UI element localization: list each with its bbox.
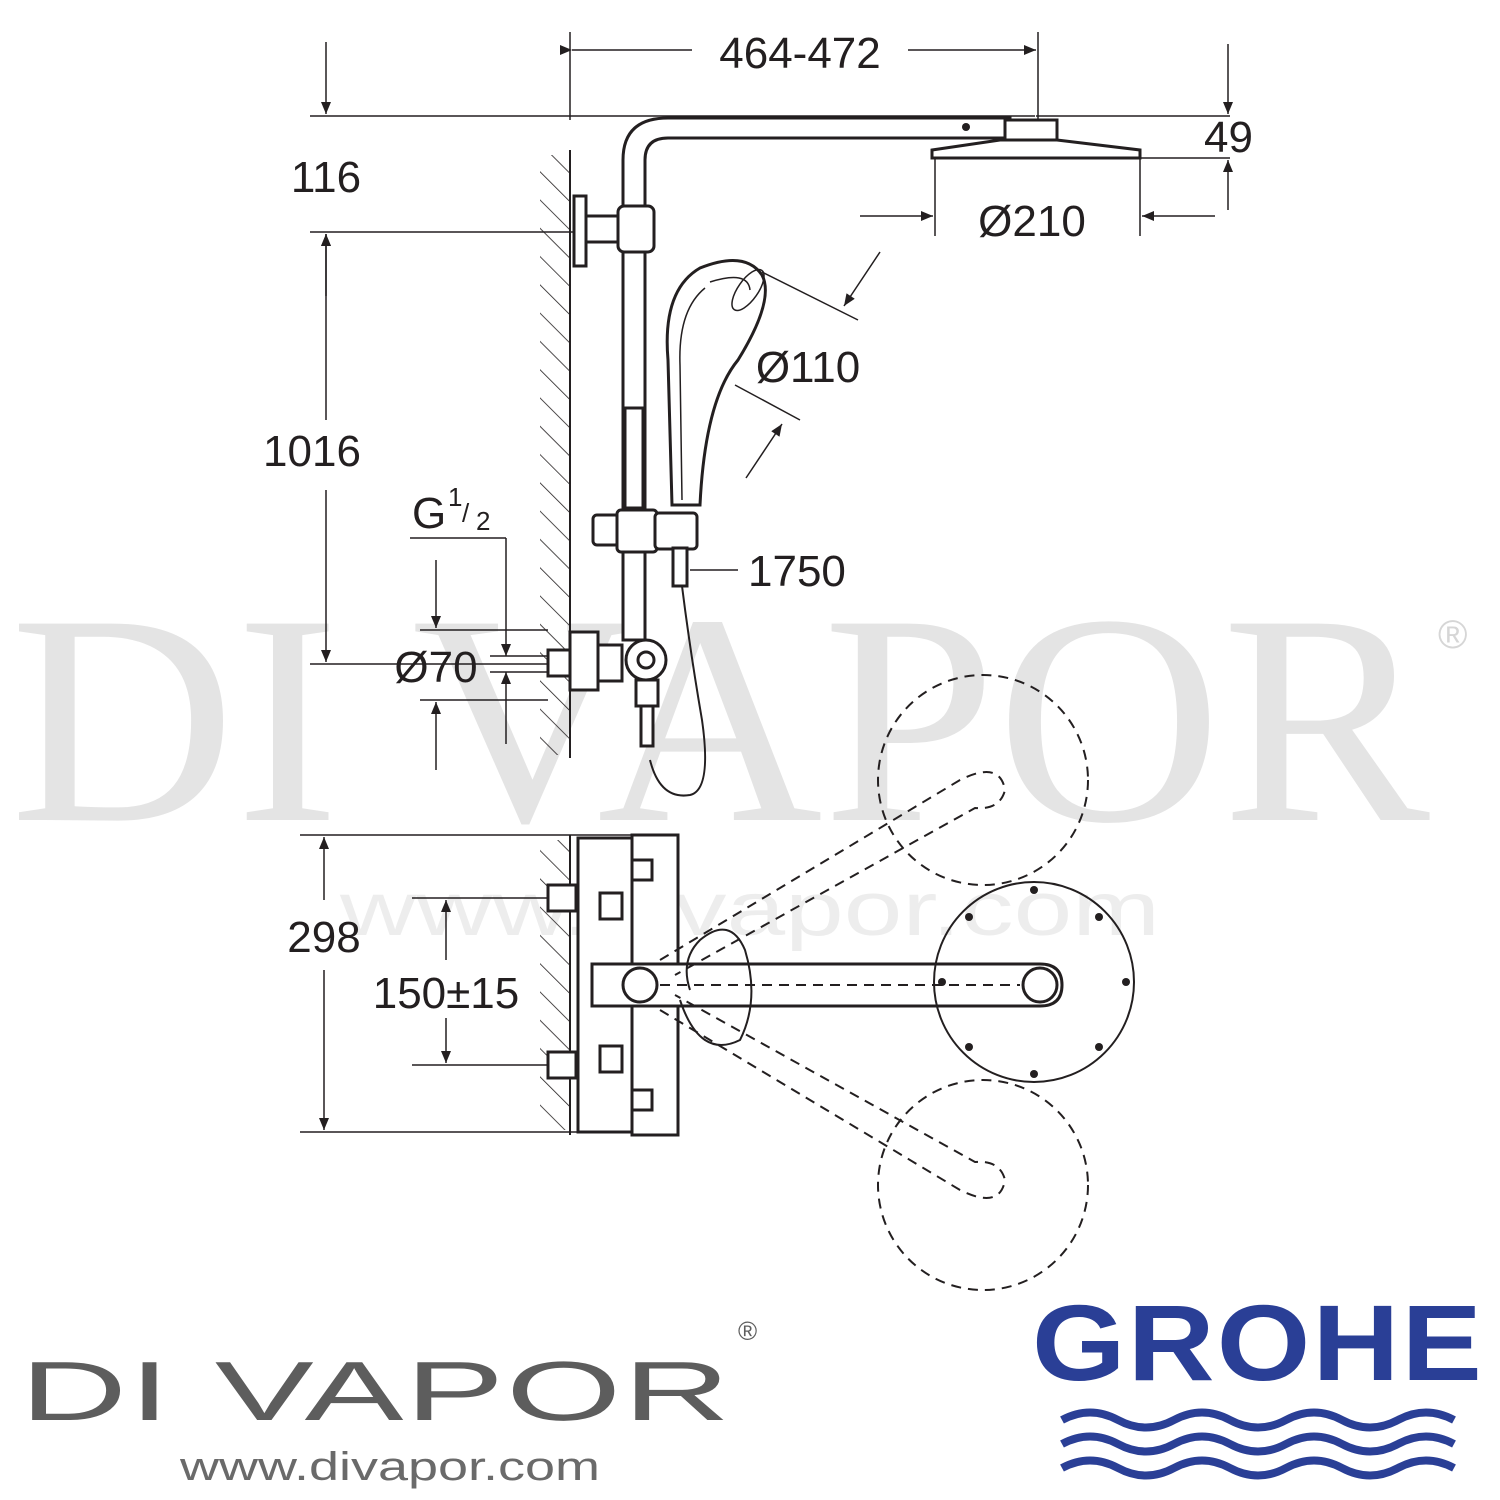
label-bracket-to-inlet: 1016: [263, 427, 361, 476]
dim-inlet-centres: 150±15: [373, 897, 548, 1066]
label-hose-length: 1750: [748, 547, 846, 596]
hose-callout: 1750: [690, 547, 846, 596]
swing-positions: [659, 674, 1089, 1291]
divapor-registered: ®: [738, 1316, 757, 1346]
arm-dot: [962, 123, 970, 131]
hand-shower: [665, 258, 767, 507]
dim-top-to-bracket: 116: [291, 42, 574, 296]
label-head-diameter: Ø210: [978, 197, 1086, 246]
label-inlet-centres: 150±15: [373, 969, 520, 1018]
shower-head: [930, 118, 1142, 236]
grohe-logo[interactable]: GROHE: [1032, 1282, 1484, 1480]
dim-overall-width: 464-472: [560, 29, 1039, 120]
dim-head-height: 49: [1036, 44, 1253, 210]
dim-bracket-to-inlet: 1016: [263, 234, 548, 665]
side-elevation: 464-472 49 Ø210 116 Ø: [263, 29, 1253, 797]
label-hand-shower-diameter: Ø110: [756, 343, 860, 392]
shower-head-plan: [933, 881, 1135, 1083]
watermark-registered: ®: [1438, 613, 1467, 657]
arm-plan-straight: [590, 962, 1064, 1008]
watermark-url: www.divapor.com: [339, 867, 1160, 952]
hose: [649, 585, 707, 797]
divapor-logo[interactable]: DI VAPOR ®: [20, 1316, 757, 1438]
dim-flange-diameter: Ø70: [394, 560, 548, 770]
diverter-inlet: [546, 630, 668, 748]
dim-head-diameter: Ø210: [860, 197, 1215, 246]
label-flange-diameter: Ø70: [394, 643, 477, 692]
slider-holder: [591, 508, 699, 588]
label-head-height: 49: [1204, 113, 1253, 162]
label-thread: G: [412, 489, 446, 538]
label-mixer-height: 298: [287, 913, 360, 962]
divapor-logo-text: DI VAPOR: [20, 1344, 732, 1438]
dim-mixer-height: 298: [287, 834, 632, 1133]
label-thread-den: 2: [476, 506, 490, 536]
grohe-logo-text: GROHE: [1032, 1282, 1484, 1403]
label-thread-num: 1: [448, 482, 462, 512]
plan-view: 298 150±15: [287, 674, 1135, 1291]
grohe-waves-icon: [1060, 1408, 1456, 1480]
divapor-url[interactable]: www.divapor.com: [179, 1445, 600, 1489]
label-top-to-bracket: 116: [291, 153, 361, 202]
watermark-text: DI VAPOR: [10, 553, 1432, 885]
label-overall-width: 464-472: [719, 29, 880, 78]
watermark: DI VAPOR ® www.divapor.com: [10, 553, 1467, 952]
thread-fraction-slash: /: [462, 498, 470, 528]
thread-callout: G 1 / 2: [410, 482, 548, 744]
dim-hand-shower-diameter: Ø110: [734, 251, 881, 479]
wall-bracket: [572, 194, 656, 268]
slide-rail: [623, 406, 645, 510]
hose-loop: [679, 928, 753, 1046]
